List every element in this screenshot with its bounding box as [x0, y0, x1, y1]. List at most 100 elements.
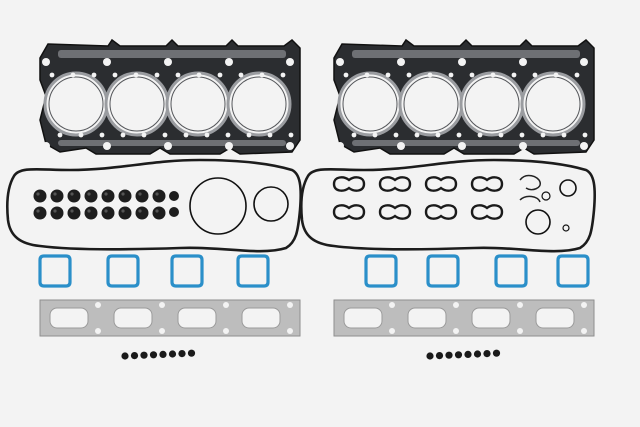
water-port [162, 132, 168, 138]
head-gasket-rail [58, 140, 286, 146]
water-port [582, 132, 588, 138]
valve-stem-seal [118, 189, 132, 203]
exhaust-port [113, 307, 153, 329]
intake-gasket [426, 254, 460, 288]
exhaust-bolt-hole [389, 302, 395, 308]
small-seal [130, 352, 139, 360]
small-seal [187, 349, 196, 357]
small-seal [445, 351, 453, 359]
valve-stem-seal [101, 206, 115, 220]
spark-plug-tube-seal [424, 176, 458, 192]
valve-stem-seal [84, 189, 98, 203]
water-port [280, 72, 286, 78]
water-port [435, 132, 441, 138]
valve-stem-seal [67, 206, 81, 220]
water-port [57, 132, 63, 138]
water-port [351, 132, 357, 138]
water-port [490, 72, 496, 78]
water-port [456, 132, 462, 138]
valve-stem-seal [101, 189, 115, 203]
small-seal [121, 352, 129, 360]
bolt-hole [286, 58, 294, 66]
bore-fire-ring [342, 76, 398, 132]
valve-stem-seal [67, 189, 81, 203]
o-ring [562, 224, 570, 232]
bolt-hole [397, 142, 405, 150]
exhaust-port [177, 307, 217, 329]
water-port [70, 72, 76, 78]
kit-right [299, 38, 597, 360]
small-seal [473, 350, 482, 358]
water-port [553, 72, 559, 78]
seal-highlight [70, 192, 74, 196]
bore-fire-ring [48, 76, 104, 132]
exhaust-bolt-hole [287, 328, 293, 334]
small-seal [492, 349, 501, 357]
exhaust-bolt-hole [223, 328, 229, 334]
bolt-hole [225, 142, 233, 150]
bolt-hole [580, 58, 588, 66]
valve-cover-gasket [299, 158, 597, 253]
bolt-hole [42, 58, 50, 66]
water-port [406, 72, 412, 78]
cylinder-bore [104, 71, 170, 137]
cylinder-bore [459, 71, 525, 137]
bolt-hole [42, 142, 50, 150]
exhaust-bolt-hole [581, 302, 587, 308]
seal-highlight [53, 209, 57, 213]
kit-left [5, 38, 303, 360]
exhaust-gasket-strip [333, 299, 595, 337]
valve-stem-seal [135, 206, 149, 220]
bolt-hole [336, 142, 344, 150]
seal-highlight [155, 209, 159, 213]
water-port [259, 72, 265, 78]
seal-highlight [138, 209, 142, 213]
water-port [246, 132, 252, 138]
seal-highlight [36, 192, 40, 196]
small-seal [169, 207, 179, 217]
bore-fire-ring [525, 76, 581, 132]
small-seal [149, 351, 158, 359]
valve-stem-seal [118, 206, 132, 220]
gasket-kits [5, 38, 597, 360]
water-port [288, 132, 294, 138]
small-seal [140, 351, 148, 359]
bolt-hole [519, 142, 527, 150]
bolt-hole [164, 58, 172, 66]
small-seal [168, 350, 177, 358]
water-port [120, 132, 126, 138]
bolt-hole [458, 58, 466, 66]
seal-highlight [87, 192, 91, 196]
bolt-hole [286, 142, 294, 150]
exhaust-bolt-hole [159, 302, 165, 308]
water-port [141, 132, 147, 138]
seal-highlight [70, 209, 74, 213]
spark-plug-tube-seal [332, 176, 366, 192]
bolt-hole [103, 142, 111, 150]
water-port [99, 132, 105, 138]
small-seal [483, 350, 491, 358]
seal-highlight [36, 209, 40, 213]
exhaust-port [49, 307, 89, 329]
bolt-hole [225, 58, 233, 66]
intake-gasket [170, 254, 204, 288]
intake-gasket [106, 254, 140, 288]
intake-gasket [364, 254, 398, 288]
o-ring [525, 209, 551, 235]
water-port [267, 132, 273, 138]
water-port [414, 132, 420, 138]
valve-stem-seal [135, 189, 149, 203]
exhaust-bolt-hole [517, 302, 523, 308]
water-port [372, 132, 378, 138]
bolt-hole [519, 58, 527, 66]
water-port [217, 72, 223, 78]
o-ring [253, 186, 289, 222]
exhaust-bolt-hole [95, 302, 101, 308]
water-port [133, 72, 139, 78]
seal-highlight [104, 209, 108, 213]
seal-highlight [138, 192, 142, 196]
cylinder-bore [520, 71, 586, 137]
head-gasket-rail [352, 50, 580, 58]
bolt-hole [580, 142, 588, 150]
